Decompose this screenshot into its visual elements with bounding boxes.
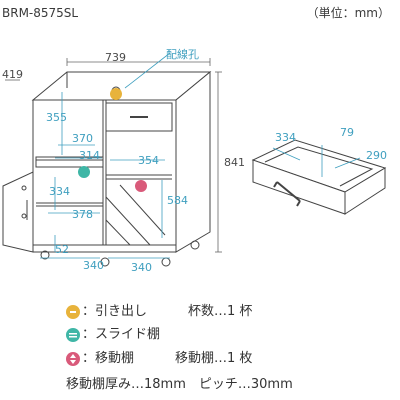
drawer xyxy=(105,102,173,132)
dim-354: 354 xyxy=(138,154,159,167)
legend-footnote: 移動棚厚み…18mm ピッチ…30mm xyxy=(66,377,293,392)
dim-584: 584 xyxy=(167,194,188,207)
dim-378: 378 xyxy=(72,208,93,221)
cabinet-side xyxy=(175,70,211,253)
legend-drawer-label: ：引き出し xyxy=(82,304,148,319)
unit-note: （単位：mm） xyxy=(306,6,390,20)
legend-moving-count: 移動棚…1 枚 xyxy=(175,351,253,366)
cabinet-front xyxy=(32,99,177,253)
moving-marker-icon xyxy=(135,180,147,192)
drawer-marker-icon xyxy=(110,88,122,100)
dim-370: 370 xyxy=(72,132,93,145)
dim-314: 314 xyxy=(79,149,100,162)
slide-shelf-icon xyxy=(66,328,80,342)
caster xyxy=(100,257,110,267)
drawer-height-dim: 79 xyxy=(340,126,354,139)
dim-334: 334 xyxy=(49,185,70,198)
drawer-icon xyxy=(66,305,80,319)
caster xyxy=(190,240,200,250)
dim-355: 355 xyxy=(46,111,67,124)
drawer-depth-dim: 290 xyxy=(366,149,387,162)
cable-hole-label: 配線孔 xyxy=(166,48,199,61)
slide-marker-icon xyxy=(78,166,90,178)
legend-moving-label: ：移動棚 xyxy=(82,351,135,366)
caster xyxy=(40,250,50,260)
height-label: 841 xyxy=(224,156,245,169)
moving-shelf-icon xyxy=(66,352,80,366)
dim-340-left: 340 xyxy=(83,259,104,272)
drawer-width-dim: 334 xyxy=(275,131,296,144)
depth-label: 419 xyxy=(2,68,23,81)
model-number: BRM-8575SL xyxy=(2,6,79,20)
width-label: 739 xyxy=(105,51,126,64)
left-door xyxy=(2,171,34,253)
dim-52: 52 xyxy=(55,243,69,256)
legend-drawer-count: 杯数…1 杯 xyxy=(188,304,253,319)
drawer-detail-side xyxy=(344,167,386,215)
dim-340-right: 340 xyxy=(131,261,152,274)
legend-slide-label: ：スライド棚 xyxy=(82,327,161,342)
caster xyxy=(161,257,171,267)
